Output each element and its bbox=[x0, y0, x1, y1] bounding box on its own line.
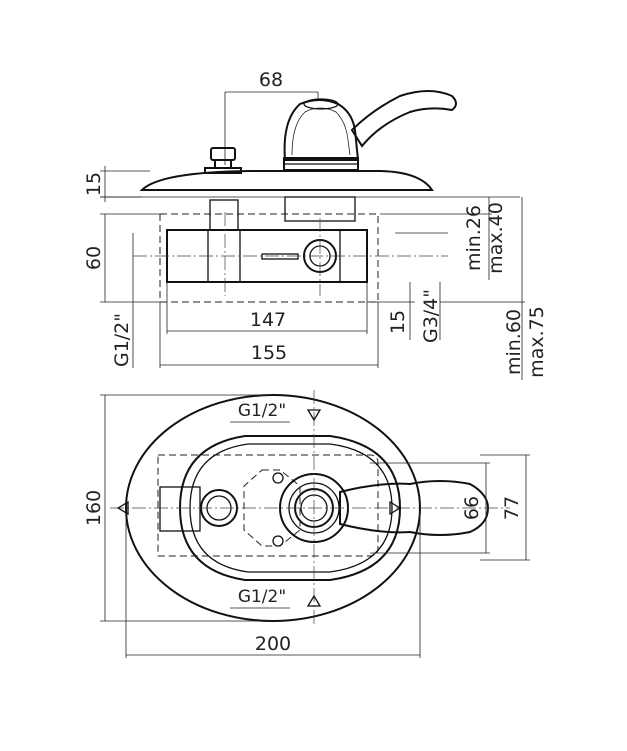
arrow-left-icon bbox=[116, 500, 129, 516]
dim-label-g12-side: G1/2" bbox=[111, 313, 133, 367]
dim-label-160: 160 bbox=[83, 490, 105, 526]
label-g12-bottom: G1/2" bbox=[238, 587, 286, 607]
diverter-knob-base bbox=[204, 167, 242, 174]
dim-label-g34: G3/4" bbox=[420, 289, 442, 343]
slot bbox=[261, 253, 299, 260]
installation-box-outline bbox=[159, 213, 379, 303]
arrow-right-icon bbox=[389, 500, 402, 516]
diverter-knob-top bbox=[210, 147, 236, 161]
dim-label-max40: max.40 bbox=[485, 202, 507, 274]
dim-label-min60: min.60 bbox=[503, 309, 525, 375]
dim-label-77: 77 bbox=[501, 496, 523, 520]
dim-label-155: 155 bbox=[251, 342, 287, 364]
diverter-sleeve bbox=[209, 199, 239, 231]
side-view: 68 15 bbox=[83, 69, 548, 380]
dim-label-min26: min.26 bbox=[463, 205, 485, 271]
handle-cap bbox=[303, 98, 339, 110]
arrow-down-icon bbox=[306, 409, 322, 422]
arrow-up-icon bbox=[306, 594, 322, 607]
screw-top bbox=[272, 472, 284, 484]
dim-label-15b: 15 bbox=[387, 310, 409, 334]
diverter-knob-stem bbox=[214, 159, 232, 169]
label-g12-top: G1/2" bbox=[238, 401, 286, 421]
dim-label-15: 15 bbox=[83, 172, 105, 196]
top-view: G1/2" G1/2" 160 200 66 77 bbox=[83, 390, 530, 658]
diverter-housing bbox=[159, 486, 201, 532]
dim-label-max75: max.75 bbox=[526, 306, 548, 378]
dim-label-60: 60 bbox=[83, 246, 105, 270]
dim-label-200: 200 bbox=[255, 633, 291, 655]
lever-arm bbox=[350, 90, 457, 148]
handle-inner-line bbox=[291, 107, 351, 156]
dim-label-66: 66 bbox=[461, 496, 483, 520]
dim-label-68: 68 bbox=[259, 69, 283, 91]
cartridge-sleeve bbox=[284, 196, 356, 222]
cover-plate-profile bbox=[139, 170, 434, 191]
dim-label-147: 147 bbox=[250, 309, 286, 331]
handle-body bbox=[283, 99, 360, 161]
screw-bottom bbox=[272, 535, 284, 547]
